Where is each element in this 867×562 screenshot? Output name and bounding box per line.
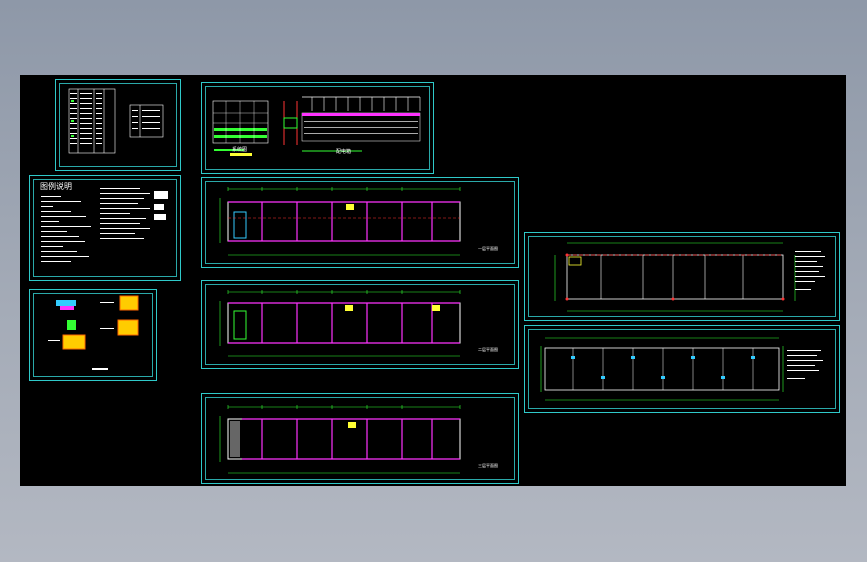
floor-plan-2-drawing: 二层平面图 — [219, 290, 498, 357]
cad-model-space[interactable]: 系统图 配电箱 图例说明 — [20, 75, 846, 486]
elevation-plan-drawing — [540, 337, 823, 401]
system-title: 系统图 — [232, 146, 247, 153]
sheet-equipment-table[interactable] — [55, 79, 181, 171]
sheet-equipment-detail[interactable] — [29, 289, 157, 381]
floor-plan-2-title: 二层平面图 — [478, 346, 498, 352]
legend-notes-drawing: 图例说明 — [40, 181, 168, 262]
floor-plan-1-title: 一层平面图 — [478, 245, 498, 251]
sheet-system-diagram[interactable]: 系统图 配电箱 — [201, 82, 434, 174]
system-diagram-drawing: 系统图 配电箱 — [212, 96, 421, 156]
sheet-legend-notes[interactable]: 图例说明 — [29, 175, 181, 281]
sheet-floor-plan-2[interactable]: 二层平面图 — [201, 280, 519, 369]
sheet-floor-plan-3[interactable]: 三层平面图 — [201, 393, 519, 484]
roof-plan-drawing — [554, 242, 825, 312]
sheet-floor-plan-1[interactable]: 一层平面图 — [201, 177, 519, 268]
sheet-elevation-plan[interactable] — [524, 325, 840, 413]
distribution-title: 配电箱 — [336, 148, 351, 155]
floor-plan-3-title: 三层平面图 — [478, 462, 498, 468]
sheet-roof-plan[interactable] — [524, 232, 840, 321]
equipment-table-drawing — [68, 88, 164, 154]
floor-plan-3-drawing: 三层平面图 — [219, 405, 498, 474]
floor-plan-1-drawing: 一层平面图 — [219, 187, 498, 256]
equipment-detail-drawing — [48, 295, 139, 370]
legend-title: 图例说明 — [40, 181, 72, 191]
